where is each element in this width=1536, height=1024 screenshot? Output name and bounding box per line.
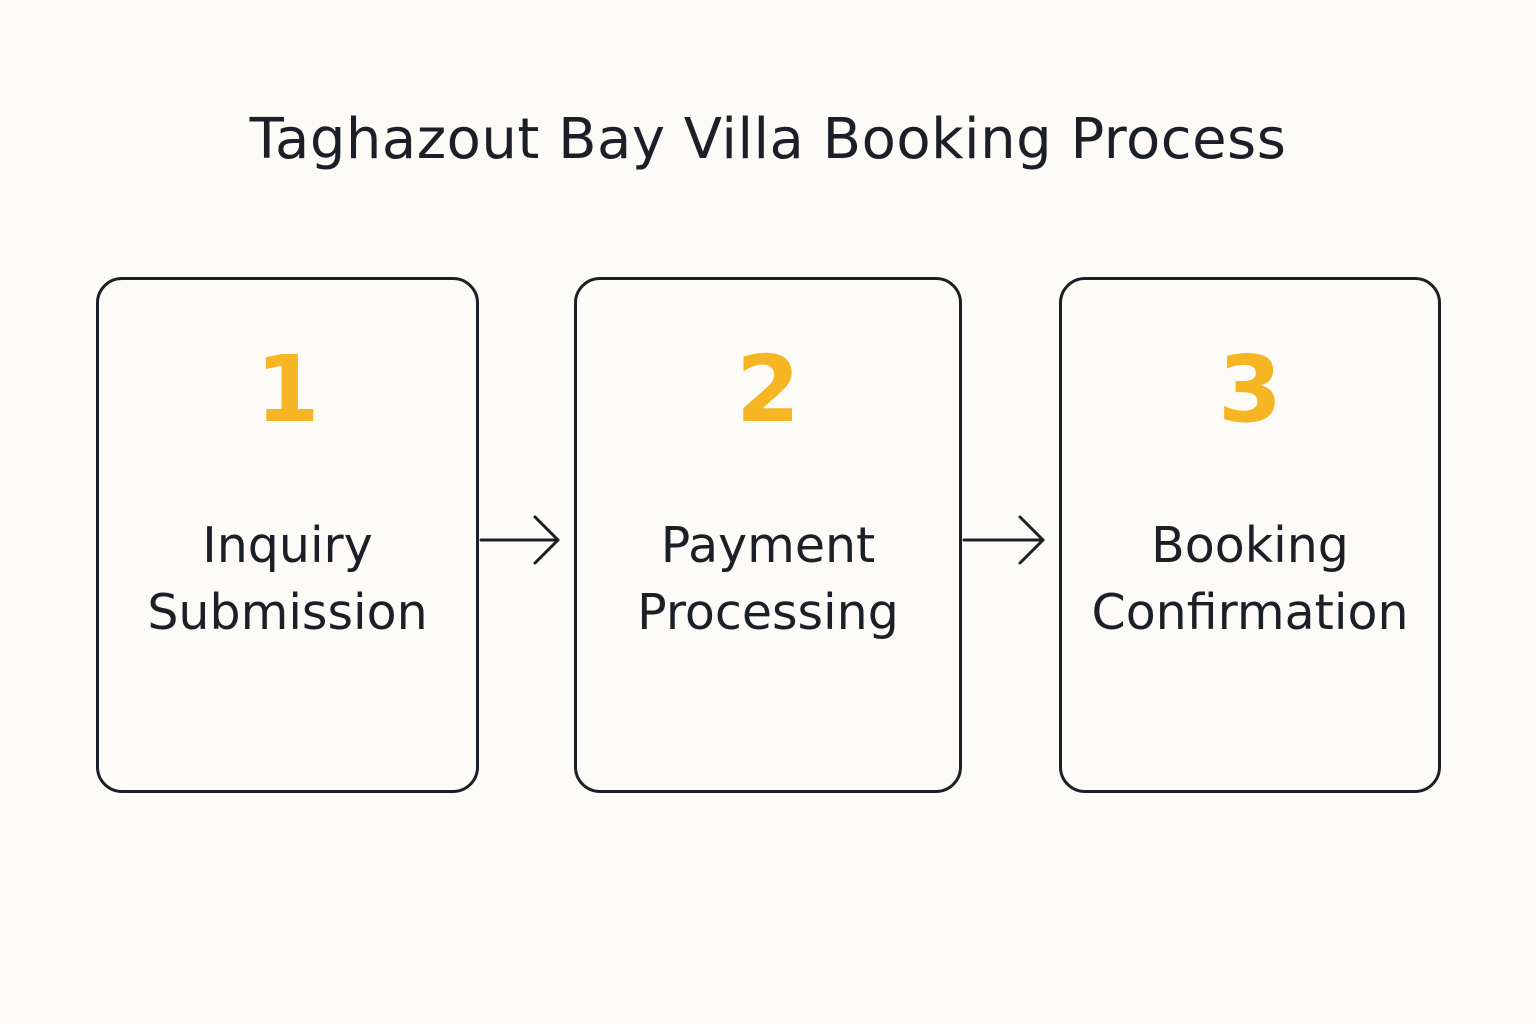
step-number: 3 bbox=[1217, 336, 1282, 443]
arrow-right-icon bbox=[479, 515, 560, 565]
step-label-line: Payment bbox=[660, 517, 876, 574]
step-number: 1 bbox=[255, 336, 320, 443]
step-label-line: Submission bbox=[147, 584, 428, 641]
step-label-line: Confirmation bbox=[1091, 584, 1409, 641]
step-label-line: Processing bbox=[637, 584, 899, 641]
step-card-inquiry-submission: 1 Inquiry Submission bbox=[96, 277, 479, 793]
step-label: Payment Processing bbox=[577, 512, 959, 646]
step-label-line: Inquiry bbox=[202, 517, 373, 574]
arrow-right-icon bbox=[962, 515, 1045, 565]
step-label: Booking Confirmation bbox=[1062, 512, 1438, 646]
diagram-title: Taghazout Bay Villa Booking Process bbox=[249, 107, 1287, 172]
step-label: Inquiry Submission bbox=[99, 512, 476, 646]
step-card-payment-processing: 2 Payment Processing bbox=[574, 277, 962, 793]
step-label-line: Booking bbox=[1151, 517, 1349, 574]
step-number: 2 bbox=[735, 336, 800, 443]
step-card-booking-confirmation: 3 Booking Confirmation bbox=[1059, 277, 1441, 793]
